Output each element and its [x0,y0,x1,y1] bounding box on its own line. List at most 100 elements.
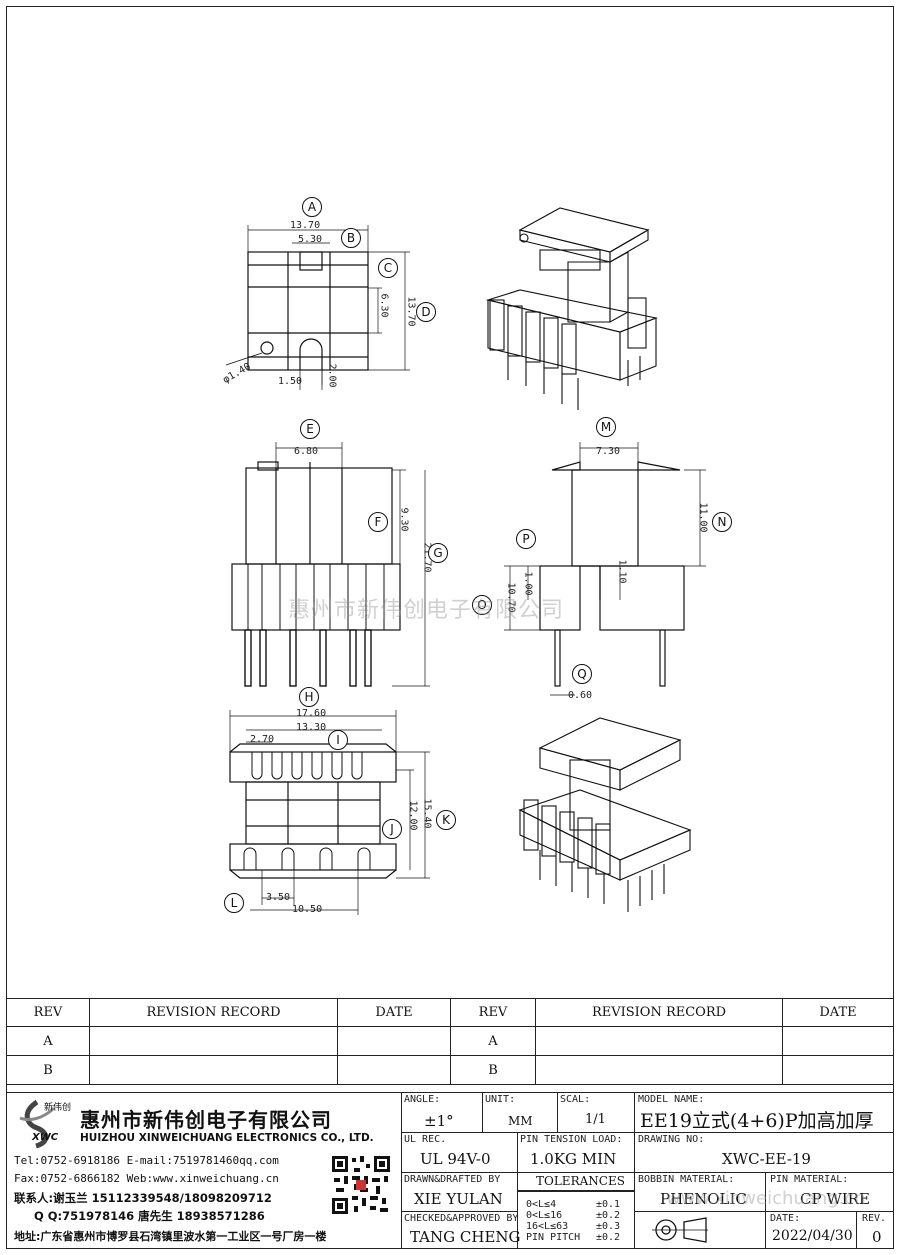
dim-k: 15.40 [421,798,433,829]
dim-l: 3.50 [266,892,291,903]
drawn-label: DRAWN&DRAFTED BY [404,1174,501,1185]
callout-p: P [516,529,536,549]
dim-j: 12.00 [407,800,419,831]
isometric-top [485,207,658,410]
bobbin-material-value: PHENOLIC [660,1190,747,1208]
tol-row-4-range: PIN PITCH [526,1232,581,1243]
dim-pin-span: 10.50 [292,904,323,915]
date-value: 2022/04/30 [772,1228,853,1244]
side-view [504,442,706,696]
dim-d: 13.70 [405,296,417,327]
revision-record-header-1: REVISION RECORD [146,1005,281,1020]
company-name-cn: 惠州市新伟创电子有限公司 [80,1108,332,1132]
company-name-en: HUIZHOU XINWEICHUANG ELECTRONICS CO., LT… [80,1132,374,1144]
logo-abbr: XWC [32,1132,59,1143]
dim-slot-w: 1.50 [278,376,303,387]
qr-code-icon [330,1154,392,1216]
isometric-bottom [518,717,692,912]
tol-row-1-value: ±0.1 [596,1199,621,1210]
dim-e: 6.80 [294,446,319,457]
callout-g: G [428,543,448,563]
drawing-no-label: DRAWING NO: [638,1134,705,1145]
pin-tension-label: PIN TENSION LOAD: [520,1134,623,1145]
logo-text: 新伟创 [44,1103,72,1113]
callout-h: H [299,687,319,707]
callout-a: A [302,197,322,217]
ul-label: UL REC. [404,1134,447,1145]
rev-row-a-left: A [43,1034,53,1049]
callout-n: N [712,512,732,532]
tol-row-2-range: 0<L≤16 [526,1210,563,1221]
dim-slot-d: 2.00 [326,363,338,388]
unit-value: MM [508,1114,533,1128]
bottom-view [229,710,430,915]
dim-base: 1.10 [616,559,628,584]
top-view [225,225,410,390]
revision-record-header-2: REVISION RECORD [591,1005,727,1020]
company-contact-1: 联系人:谢玉兰 15112339548/18098209712 [14,1191,272,1205]
rev-row-b-right: B [488,1063,498,1078]
tol-row-1-range: 0<L≤4 [526,1199,557,1210]
technical-drawing [225,207,706,915]
date-header-2: DATE [819,1005,857,1020]
front-view [231,442,430,687]
company-fax: Fax:0752-6866182 Web:www.xinweichuang.cn [14,1172,279,1185]
drawing-no-value: XWC-EE-19 [722,1150,811,1168]
callout-i: I [328,730,348,750]
company-tel: Tel:0752-6918186 E-mail:7519781460qq.com [14,1154,279,1167]
dim-a: 13.70 [290,220,321,231]
dim-c: 6.30 [378,293,390,318]
tol-row-2-value: ±0.2 [596,1210,621,1221]
model-label: MODEL NAME: [638,1094,705,1105]
drawn-value: XIE YULAN [414,1190,503,1208]
bobbin-material-label: BOBBIN MATERIAL: [638,1174,735,1185]
pin-tension-value: 1.0KG MIN [530,1150,617,1168]
company-logo-icon [19,1099,56,1149]
callout-k: K [436,810,456,830]
unit-label: UNIT: [485,1094,516,1105]
rev-label: REV. [862,1213,887,1224]
checked-value: TANG CHENG [410,1228,521,1246]
watermark: 惠州市新伟创电子有限公司 [288,598,565,623]
tol-row-3-range: 16<L≤63 [526,1221,569,1232]
callout-c: C [378,258,398,278]
callout-f: F [368,512,388,532]
dim-i: 13.30 [296,722,327,733]
date-label: DATE: [770,1213,801,1224]
rev-value: 0 [872,1228,882,1246]
dim-f: 9.30 [398,507,410,532]
checked-label: CHECKED&APPROVED BY [404,1213,519,1224]
dim-pitch: 2.70 [250,734,275,745]
date-header-1: DATE [375,1005,413,1020]
rev-row-a-right: A [488,1034,498,1049]
projection-symbol-icon [652,1217,708,1243]
dim-m: 7.30 [596,446,621,457]
tolerances-label: TOLERANCES [536,1174,625,1188]
callout-l: L [224,893,244,913]
rev-header-2: REV [478,1005,508,1020]
scale-value: 1/1 [585,1112,606,1127]
callout-d: D [416,302,436,322]
model-value: EE19立式(4+6)P加高加厚 [640,1110,874,1132]
tol-row-3-value: ±0.3 [596,1221,621,1232]
watermark-url: www.xinweichuang.cn [666,1188,866,1209]
dim-n: 11.00 [697,502,709,533]
callout-e: E [300,419,320,439]
dim-h: 17.60 [296,708,327,719]
angle-value: ±1° [424,1112,454,1130]
company-contact-2: Q Q:751978146 唐先生 18938571286 [34,1209,265,1223]
scale-label: SCAL: [560,1094,591,1105]
dim-q: 0.60 [568,690,593,701]
pin-material-label: PIN MATERIAL: [770,1174,849,1185]
callout-b: B [341,228,361,248]
callout-j: J [382,819,402,839]
rev-row-b-left: B [43,1063,53,1078]
callout-q: Q [572,664,592,684]
company-address: 地址:广东省惠州市博罗县石湾镇里波水第一工业区一号厂房一楼 [14,1230,327,1243]
ul-value: UL 94V-0 [420,1150,491,1168]
dim-b: 5.30 [298,234,323,245]
angle-label: ANGLE: [404,1094,441,1105]
pin-material-value: CP WIRE [800,1190,870,1208]
callout-o: O [472,595,492,615]
rev-header-1: REV [33,1005,63,1020]
